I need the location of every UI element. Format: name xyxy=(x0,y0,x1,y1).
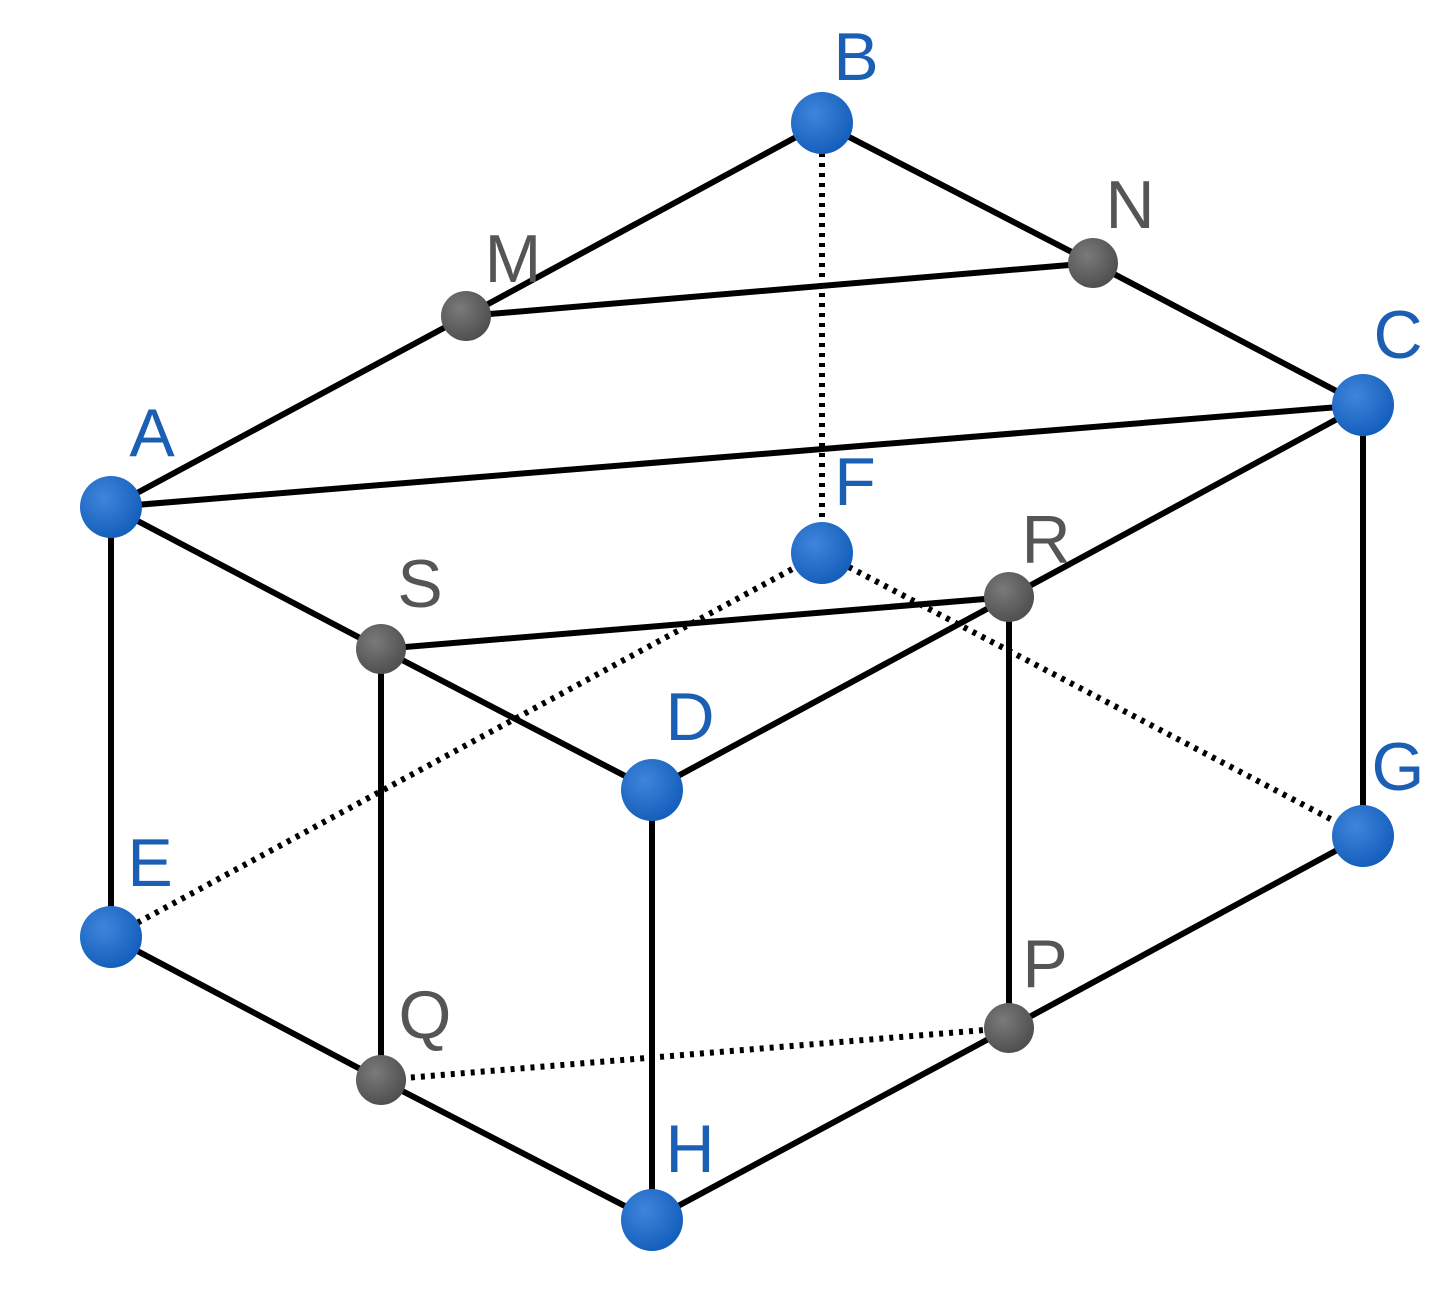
vertex-g xyxy=(1332,805,1394,867)
vertex-a xyxy=(80,476,142,538)
label-q: Q xyxy=(399,977,452,1053)
label-h: H xyxy=(665,1111,714,1187)
label-g: G xyxy=(1372,729,1425,805)
edge-dr xyxy=(649,594,1012,793)
label-b: B xyxy=(833,19,878,95)
edge-mb xyxy=(463,120,825,319)
vertex-e xyxy=(80,906,142,968)
edge-mn xyxy=(463,260,1096,319)
edge-pg xyxy=(1006,833,1366,1031)
section-point-s xyxy=(356,624,406,674)
edge-bn xyxy=(819,120,1096,266)
edge-as xyxy=(108,504,384,652)
edge-ac xyxy=(108,402,1366,510)
edge-hp xyxy=(649,1025,1012,1223)
edge-am xyxy=(108,313,469,510)
label-p: P xyxy=(1022,926,1067,1002)
edge-rc xyxy=(1006,402,1366,600)
label-c: C xyxy=(1373,297,1422,373)
edge-qp-hidden xyxy=(380,1025,1010,1083)
section-point-m xyxy=(441,291,491,341)
edge-eq xyxy=(108,934,384,1083)
points-layer xyxy=(80,92,1394,1251)
edge-ef-hidden xyxy=(109,550,824,940)
label-s: S xyxy=(397,546,442,622)
vertex-h xyxy=(621,1189,683,1251)
label-d: D xyxy=(665,679,714,755)
label-a: A xyxy=(129,395,175,471)
label-e: E xyxy=(127,825,172,901)
vertex-b xyxy=(791,92,853,154)
vertex-d xyxy=(621,759,683,821)
label-f: F xyxy=(834,444,876,520)
vertex-f xyxy=(791,522,853,584)
vertex-c xyxy=(1332,374,1394,436)
section-point-q xyxy=(356,1055,406,1105)
section-point-r xyxy=(984,572,1034,622)
section-point-p xyxy=(984,1003,1034,1053)
label-m: M xyxy=(485,221,542,297)
edges-layer xyxy=(108,120,1366,1223)
label-r: R xyxy=(1021,502,1070,578)
section-point-n xyxy=(1068,238,1118,288)
edge-nc xyxy=(1090,260,1366,408)
edge-fg-hidden xyxy=(820,550,1365,839)
edge-qh xyxy=(378,1077,655,1223)
label-n: N xyxy=(1105,167,1154,243)
labels-layer: A B C D E F G H M N P Q R S xyxy=(127,19,1424,1187)
